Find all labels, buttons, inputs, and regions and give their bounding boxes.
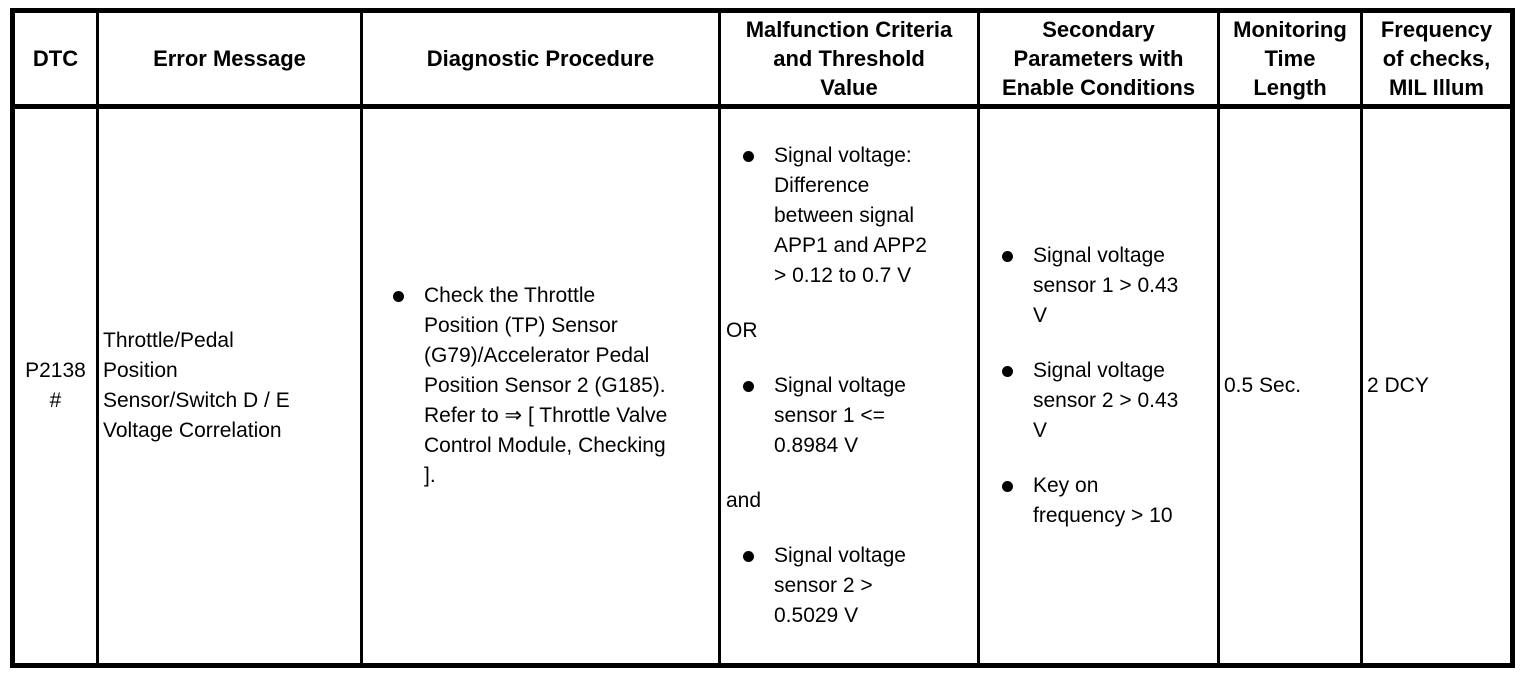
cell-diagnostic-procedure: Check the Throttle Position (TP) Sensor … bbox=[360, 105, 721, 667]
secondary-parameter-item: Signal voltage sensor 1 > 0.43 V bbox=[984, 241, 1213, 331]
malfunction-criteria-text: Signal voltage: Difference between signa… bbox=[774, 144, 927, 287]
secondary-parameter-text: Signal voltage sensor 2 > 0.43 V bbox=[1033, 359, 1179, 442]
bullet-icon bbox=[1002, 251, 1013, 262]
bullet-icon bbox=[743, 151, 754, 162]
malfunction-criteria-text: Signal voltage sensor 2 > 0.5029 V bbox=[774, 544, 906, 627]
col-header-malfunction-criteria: Malfunction Criteria and Threshold Value bbox=[718, 9, 980, 109]
header-row: DTC Error Message Diagnostic Procedure M… bbox=[11, 9, 1514, 109]
malfunction-criteria-item: Signal voltage: Difference between signa… bbox=[725, 141, 973, 291]
malfunction-criteria-text: Signal voltage sensor 1 <= 0.8984 V bbox=[774, 374, 906, 457]
secondary-parameter-text: Key on frequency > 10 bbox=[1033, 474, 1173, 527]
cell-monitoring-time: 0.5 Sec. bbox=[1217, 105, 1363, 667]
col-header-secondary-parameters: Secondary Parameters with Enable Conditi… bbox=[977, 9, 1220, 109]
col-header-error-message: Error Message bbox=[96, 9, 363, 109]
connector-and: and bbox=[726, 489, 762, 512]
col-header-monitoring-time: Monitoring Time Length bbox=[1217, 9, 1363, 109]
cell-malfunction-criteria: Signal voltage: Difference between signa… bbox=[718, 105, 980, 667]
col-header-diagnostic-procedure: Diagnostic Procedure bbox=[360, 9, 721, 109]
dtc-code: P2138 # bbox=[25, 359, 86, 412]
diagnostic-procedure-item: Check the Throttle Position (TP) Sensor … bbox=[367, 281, 714, 491]
cell-error-message: Throttle/Pedal Position Sensor/Switch D … bbox=[96, 105, 363, 667]
secondary-parameter-item: Signal voltage sensor 2 > 0.43 V bbox=[984, 356, 1213, 446]
bullet-icon bbox=[743, 381, 754, 392]
secondary-parameter-item: Key on frequency > 10 bbox=[984, 471, 1213, 531]
frequency-of-checks-value: 2 DCY bbox=[1367, 374, 1429, 397]
malfunction-criteria-list: Signal voltage: Difference between signa… bbox=[725, 141, 973, 631]
cell-dtc: P2138 # bbox=[11, 105, 99, 667]
malfunction-criteria-item: Signal voltage sensor 1 <= 0.8984 V bbox=[725, 371, 973, 461]
col-header-frequency-of-checks: Frequency of checks, MIL Illum bbox=[1360, 9, 1514, 109]
malfunction-criteria-item: Signal voltage sensor 2 > 0.5029 V bbox=[725, 541, 973, 631]
col-header-dtc: DTC bbox=[11, 9, 99, 109]
diagnostic-procedure-text: Check the Throttle Position (TP) Sensor … bbox=[424, 284, 668, 487]
connector-or: OR bbox=[726, 319, 758, 342]
table-row: P2138 # Throttle/Pedal Position Sensor/S… bbox=[11, 105, 1514, 667]
bullet-icon bbox=[743, 551, 754, 562]
cell-secondary-parameters: Signal voltage sensor 1 > 0.43 V Signal … bbox=[977, 105, 1220, 667]
secondary-parameter-text: Signal voltage sensor 1 > 0.43 V bbox=[1033, 244, 1179, 327]
monitoring-time-value: 0.5 Sec. bbox=[1224, 374, 1302, 397]
bullet-icon bbox=[393, 291, 404, 302]
cell-frequency-of-checks: 2 DCY bbox=[1360, 105, 1514, 667]
secondary-parameters-list: Signal voltage sensor 1 > 0.43 V Signal … bbox=[984, 241, 1213, 531]
error-message-text: Throttle/Pedal Position Sensor/Switch D … bbox=[103, 329, 290, 442]
bullet-icon bbox=[1002, 481, 1013, 492]
bullet-icon bbox=[1002, 366, 1013, 377]
dtc-table: DTC Error Message Diagnostic Procedure M… bbox=[10, 8, 1515, 668]
